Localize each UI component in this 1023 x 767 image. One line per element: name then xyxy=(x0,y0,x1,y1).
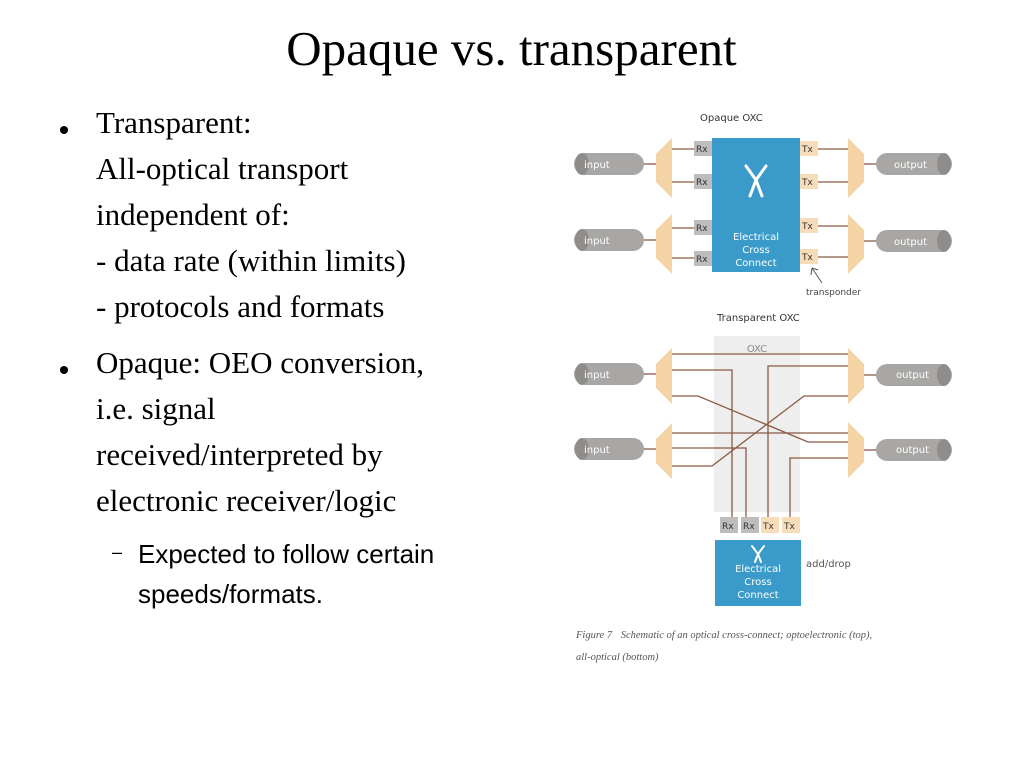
opaque-rx-4: Rx xyxy=(694,251,712,266)
bullet-line: electronic receiver/logic xyxy=(96,483,397,518)
opaque-rx-2: Rx xyxy=(694,174,712,189)
opaque-output-2: output xyxy=(876,230,952,252)
crossconnect-icon xyxy=(751,545,765,563)
bullet-line: All-optical transport xyxy=(96,151,349,186)
svg-text:Tx: Tx xyxy=(783,522,795,532)
opaque-tx-1: Tx xyxy=(800,141,818,156)
svg-text:Cross: Cross xyxy=(744,577,771,588)
sub-bullet-line: speeds/formats. xyxy=(138,579,323,609)
svg-text:Electrical: Electrical xyxy=(735,564,781,575)
svg-text:input: input xyxy=(584,370,610,381)
oxc-figure: Opaque OXC input input Rx Rx Rx Rx Elect… xyxy=(560,100,960,670)
svg-text:Rx: Rx xyxy=(722,522,734,532)
svg-text:input: input xyxy=(584,236,610,247)
svg-text:Rx: Rx xyxy=(743,522,755,532)
transparent-tx-2: Tx xyxy=(782,517,800,533)
bullet-line: independent of: xyxy=(96,197,290,232)
sub-bullet: – Expected to follow certain speeds/form… xyxy=(60,534,560,614)
bullet-line: Opaque: OEO conversion, xyxy=(96,345,424,380)
transparent-input-1: input xyxy=(574,363,644,385)
svg-text:output: output xyxy=(896,370,929,381)
svg-text:output: output xyxy=(894,160,927,171)
svg-text:Tx: Tx xyxy=(801,178,813,188)
svg-text:Tx: Tx xyxy=(801,253,813,263)
opaque-input-2: input xyxy=(574,229,644,251)
transparent-rx-1: Rx xyxy=(720,517,738,533)
add-drop-label: add/drop xyxy=(806,559,851,570)
svg-text:input: input xyxy=(584,160,610,171)
svg-text:Tx: Tx xyxy=(762,522,774,532)
opaque-rx-3: Rx xyxy=(694,220,712,235)
svg-text:input: input xyxy=(584,445,610,456)
figure-caption-line2: all-optical (bottom) xyxy=(576,652,659,663)
bullet-opaque: Opaque: OEO conversion, i.e. signal rece… xyxy=(60,340,560,524)
bullet-line: received/interpreted by xyxy=(96,437,383,472)
opaque-tx-3: Tx xyxy=(800,218,818,233)
svg-text:Rx: Rx xyxy=(696,224,708,234)
transparent-output-1: output xyxy=(876,364,952,386)
opaque-input-1: input xyxy=(574,153,644,175)
transparent-oxc-box: OXC xyxy=(714,336,800,512)
opaque-mux-1 xyxy=(848,138,864,198)
slide-title: Opaque vs. transparent xyxy=(286,21,737,76)
transponder-label: transponder xyxy=(806,288,861,298)
opaque-tx-4: Tx xyxy=(800,249,818,264)
bullet-line: - data rate (within limits) xyxy=(96,243,406,278)
transparent-output-2: output xyxy=(876,439,952,461)
svg-text:output: output xyxy=(894,237,927,248)
svg-text:output: output xyxy=(896,445,929,456)
transparent-mux-1 xyxy=(848,348,864,404)
svg-text:OXC: OXC xyxy=(747,344,767,355)
transparent-title: Transparent OXC xyxy=(716,313,800,324)
sub-bullet-line: Expected to follow certain xyxy=(138,539,435,569)
svg-text:Electrical: Electrical xyxy=(733,232,779,243)
opaque-electrical-cross-connect: Electrical Cross Connect xyxy=(712,138,800,272)
bullet-line: i.e. signal xyxy=(96,391,216,426)
bullet-dot xyxy=(60,366,68,374)
svg-text:Rx: Rx xyxy=(696,145,708,155)
transparent-electrical-cross-connect: Electrical Cross Connect xyxy=(715,540,801,606)
svg-text:Tx: Tx xyxy=(801,145,813,155)
bullet-line: - protocols and formats xyxy=(96,289,385,324)
bullet-dot xyxy=(60,126,68,134)
opaque-output-1: output xyxy=(876,153,952,175)
figure-caption-text: Schematic of an optical cross-connect; o… xyxy=(621,630,872,641)
bullet-transparent: Transparent: All-optical transport indep… xyxy=(60,100,560,330)
opaque-demux-1 xyxy=(656,138,672,198)
svg-text:Cross: Cross xyxy=(742,245,769,256)
transparent-rx-2: Rx xyxy=(741,517,759,533)
opaque-title: Opaque OXC xyxy=(700,113,763,124)
crossconnect-icon xyxy=(744,164,768,198)
svg-text:Rx: Rx xyxy=(696,178,708,188)
svg-text:Tx: Tx xyxy=(801,222,813,232)
sub-bullet-dash: – xyxy=(112,542,123,562)
transparent-demux-2 xyxy=(656,423,672,479)
opaque-demux-2 xyxy=(656,214,672,274)
transparent-optical-paths xyxy=(672,353,848,518)
svg-text:Connect: Connect xyxy=(735,258,776,269)
transponder-arrow-icon xyxy=(810,267,823,284)
oxc-diagram: Opaque OXC input input Rx Rx Rx Rx Elect… xyxy=(574,113,952,663)
opaque-tx-2: Tx xyxy=(800,174,818,189)
transparent-input-2: input xyxy=(574,438,644,460)
svg-text:Rx: Rx xyxy=(696,255,708,265)
opaque-mux-2 xyxy=(848,214,864,274)
figure-caption-label: Figure 7 xyxy=(575,630,613,641)
opaque-rx-1: Rx xyxy=(694,141,712,156)
transparent-tx-1: Tx xyxy=(761,517,779,533)
figure-caption-line1: Figure 7 Schematic of an optical cross-c… xyxy=(575,630,872,641)
transparent-demux-1 xyxy=(656,348,672,404)
bullet-list: Transparent: All-optical transport indep… xyxy=(60,100,560,614)
svg-text:Connect: Connect xyxy=(737,590,778,601)
bullet-line: Transparent: xyxy=(96,105,252,140)
transparent-mux-2 xyxy=(848,422,864,478)
